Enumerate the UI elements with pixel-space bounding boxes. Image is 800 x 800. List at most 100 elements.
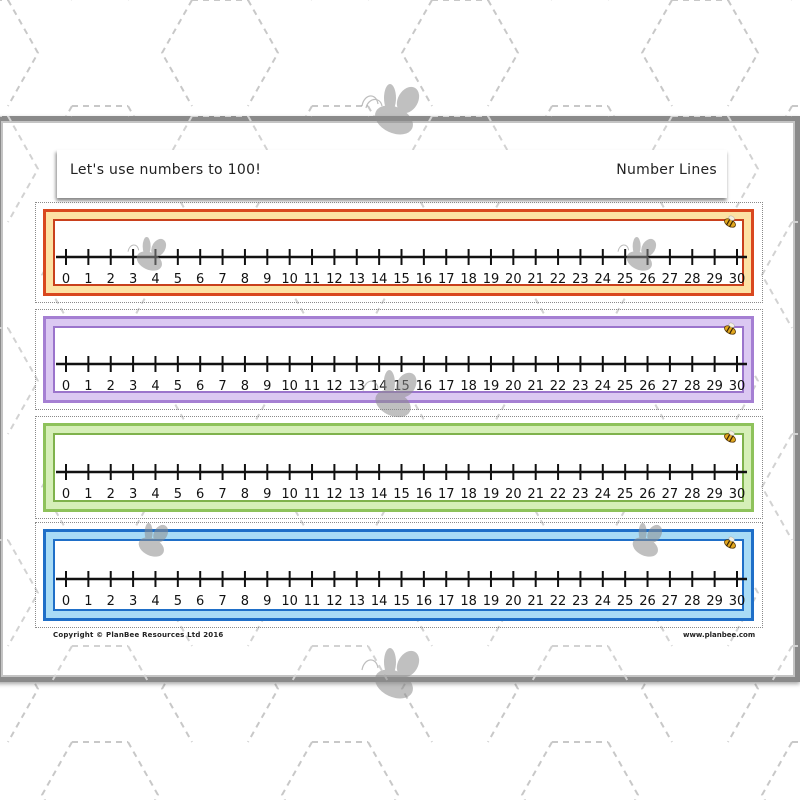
tick-label: 20 xyxy=(505,594,522,609)
tick-label: 11 xyxy=(304,272,321,287)
tick-label: 1 xyxy=(84,379,92,394)
bee-watermark-icon xyxy=(361,84,420,135)
tick-label: 20 xyxy=(505,379,522,394)
tick-label: 12 xyxy=(326,487,343,502)
tick-label: 14 xyxy=(371,272,388,287)
bee-watermark-icon xyxy=(632,523,663,557)
tick-label: 28 xyxy=(684,487,701,502)
tick-label: 22 xyxy=(550,487,567,502)
tick-label: 8 xyxy=(241,594,249,609)
tick-label: 15 xyxy=(393,594,410,609)
tick-label: 22 xyxy=(550,272,567,287)
tick-label: 27 xyxy=(662,487,679,502)
tick-label: 3 xyxy=(129,487,137,502)
tick-label: 10 xyxy=(281,594,298,609)
bee-watermark-icon xyxy=(361,648,420,699)
tick-label: 25 xyxy=(617,487,634,502)
tick-label: 17 xyxy=(438,379,455,394)
tick-label: 10 xyxy=(281,487,298,502)
tick-label: 21 xyxy=(527,379,544,394)
tick-label: 11 xyxy=(304,594,321,609)
bee-icon xyxy=(724,430,736,443)
tick-label: 0 xyxy=(62,487,70,502)
tick-label: 13 xyxy=(348,487,365,502)
tick-label: 8 xyxy=(241,379,249,394)
tick-label: 9 xyxy=(263,594,271,609)
header-title: Let's use numbers to 100! xyxy=(70,162,262,178)
tick-label: 7 xyxy=(218,379,226,394)
tick-label: 20 xyxy=(505,272,522,287)
tick-label: 8 xyxy=(241,487,249,502)
tick-label: 25 xyxy=(617,272,634,287)
tick-label: 27 xyxy=(662,594,679,609)
tick-label: 26 xyxy=(639,487,656,502)
strip-inner-panel xyxy=(53,433,744,502)
tick-label: 21 xyxy=(527,594,544,609)
tick-label: 23 xyxy=(572,594,589,609)
website-link[interactable]: www.planbee.com xyxy=(683,631,756,639)
tick-label: 6 xyxy=(196,594,204,609)
tick-label: 20 xyxy=(505,487,522,502)
tick-label: 26 xyxy=(639,594,656,609)
tick-label: 13 xyxy=(348,594,365,609)
tick-label: 2 xyxy=(107,487,115,502)
tick-label: 16 xyxy=(416,487,433,502)
tick-label: 25 xyxy=(617,594,634,609)
tick-label: 0 xyxy=(62,594,70,609)
tick-label: 4 xyxy=(151,272,159,287)
tick-label: 18 xyxy=(460,487,477,502)
bee-icon xyxy=(724,536,736,549)
tick-label: 24 xyxy=(595,594,612,609)
tick-label: 3 xyxy=(129,379,137,394)
tick-label: 2 xyxy=(107,379,115,394)
tick-label: 15 xyxy=(393,272,410,287)
number-line: 0123456789101112131415161718192021222324… xyxy=(56,322,747,394)
tick-label: 24 xyxy=(595,379,612,394)
tick-label: 19 xyxy=(483,487,500,502)
tick-label: 7 xyxy=(218,272,226,287)
tick-label: 15 xyxy=(393,487,410,502)
tick-label: 29 xyxy=(706,272,723,287)
tick-label: 1 xyxy=(84,272,92,287)
tick-label: 1 xyxy=(84,594,92,609)
tick-label: 9 xyxy=(263,487,271,502)
tick-label: 1 xyxy=(84,487,92,502)
tick-label: 17 xyxy=(438,594,455,609)
tick-label: 24 xyxy=(595,487,612,502)
tick-label: 3 xyxy=(129,272,137,287)
tick-label: 13 xyxy=(348,379,365,394)
tick-label: 21 xyxy=(527,272,544,287)
tick-label: 16 xyxy=(416,594,433,609)
tick-label: 5 xyxy=(174,272,182,287)
tick-label: 24 xyxy=(595,272,612,287)
tick-label: 10 xyxy=(281,272,298,287)
tick-label: 16 xyxy=(416,379,433,394)
tick-label: 17 xyxy=(438,272,455,287)
strip-frame xyxy=(43,423,754,512)
bee-watermark-icon xyxy=(362,370,417,418)
strip-inner-panel xyxy=(53,219,744,286)
tick-label: 4 xyxy=(151,594,159,609)
tick-label: 25 xyxy=(617,379,634,394)
tick-label: 9 xyxy=(263,379,271,394)
tick-label: 28 xyxy=(684,594,701,609)
tick-label: 29 xyxy=(706,487,723,502)
tick-label: 12 xyxy=(326,272,343,287)
strip-frame xyxy=(43,209,754,296)
tick-label: 9 xyxy=(263,272,271,287)
tick-label: 12 xyxy=(326,379,343,394)
tick-label: 0 xyxy=(62,379,70,394)
tick-label: 19 xyxy=(483,594,500,609)
tick-label: 2 xyxy=(107,272,115,287)
tick-label: 27 xyxy=(662,379,679,394)
tick-label: 29 xyxy=(706,594,723,609)
tick-label: 7 xyxy=(218,594,226,609)
tick-label: 14 xyxy=(371,487,388,502)
header-subject: Number Lines xyxy=(616,162,717,178)
tick-label: 7 xyxy=(218,487,226,502)
tick-label: 17 xyxy=(438,487,455,502)
tick-label: 4 xyxy=(151,487,159,502)
